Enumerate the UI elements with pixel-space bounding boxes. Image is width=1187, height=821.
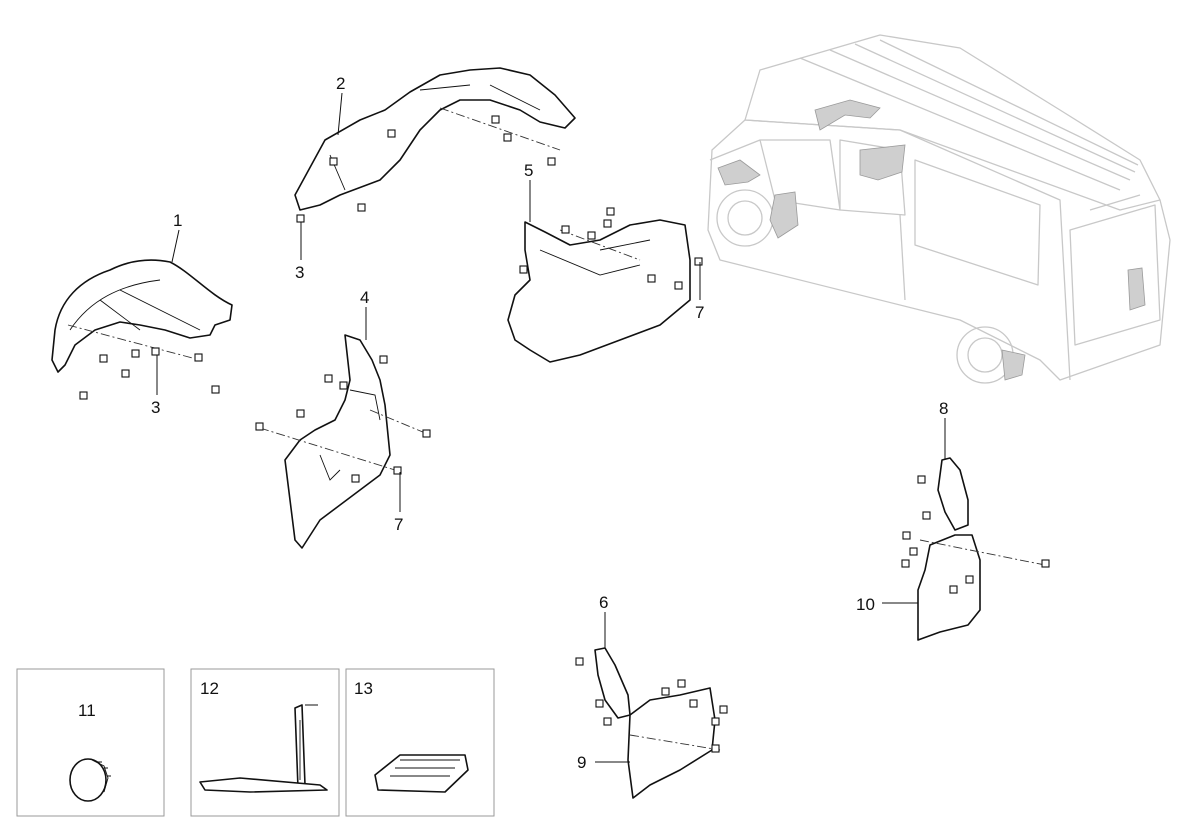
part-2-upper-liner xyxy=(294,67,576,223)
part-12-bracket xyxy=(199,704,328,793)
callout-7-lower: 7 xyxy=(394,515,403,534)
part-8-10-rear-mud-guard xyxy=(901,457,1050,641)
inset-box-11 xyxy=(16,668,165,817)
part-1-front-wheel-liner xyxy=(51,259,233,400)
callout-3-lower: 3 xyxy=(151,398,160,417)
callout-12: 12 xyxy=(200,679,219,698)
leader-lines xyxy=(156,92,946,763)
van-illustration xyxy=(707,34,1171,384)
callouts: 1 2 3 3 4 5 6 7 7 8 9 10 11 12 13 xyxy=(78,74,948,772)
part-4-front-mud-guard xyxy=(255,334,431,549)
callout-11: 11 xyxy=(78,701,96,720)
part-13-pad xyxy=(374,754,469,793)
callout-7-upper: 7 xyxy=(695,303,704,322)
part-6-9-rear-mud-guard xyxy=(575,647,728,799)
callout-6: 6 xyxy=(599,593,608,612)
part-11-cap xyxy=(69,758,111,802)
callout-2: 2 xyxy=(336,74,345,93)
callout-1: 1 xyxy=(173,211,182,230)
callout-13: 13 xyxy=(354,679,373,698)
callout-8: 8 xyxy=(939,399,948,418)
callout-9: 9 xyxy=(577,753,586,772)
callout-10: 10 xyxy=(856,595,875,614)
callout-4: 4 xyxy=(360,288,369,307)
callout-5: 5 xyxy=(524,161,533,180)
callout-3-upper: 3 xyxy=(295,263,304,282)
part-5-rear-liner xyxy=(507,207,703,363)
